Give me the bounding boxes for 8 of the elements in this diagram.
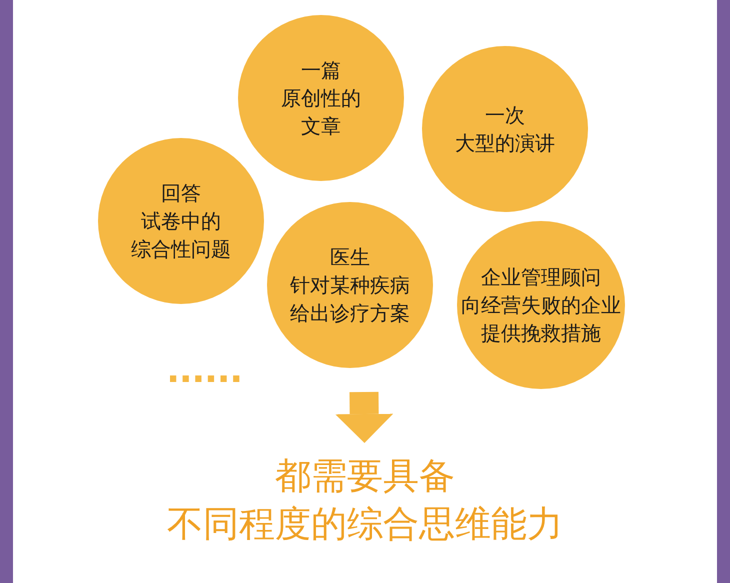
conclusion-text: 都需要具备不同程度的综合思维能力 — [165, 443, 565, 549]
circle-text: 一篇原创性的文章 — [281, 57, 361, 140]
circle-text: 医生针对某种疾病给出诊疗方案 — [290, 244, 410, 327]
down-arrow — [335, 392, 394, 444]
circle-text: 一次大型的演讲 — [455, 102, 555, 157]
circle-text: 回答试卷中的综合性问题 — [131, 180, 231, 263]
circle-text: 企业管理顾问向经营失败的企业提供挽救措施 — [461, 264, 621, 347]
ellipsis-text: ...... — [167, 352, 243, 384]
